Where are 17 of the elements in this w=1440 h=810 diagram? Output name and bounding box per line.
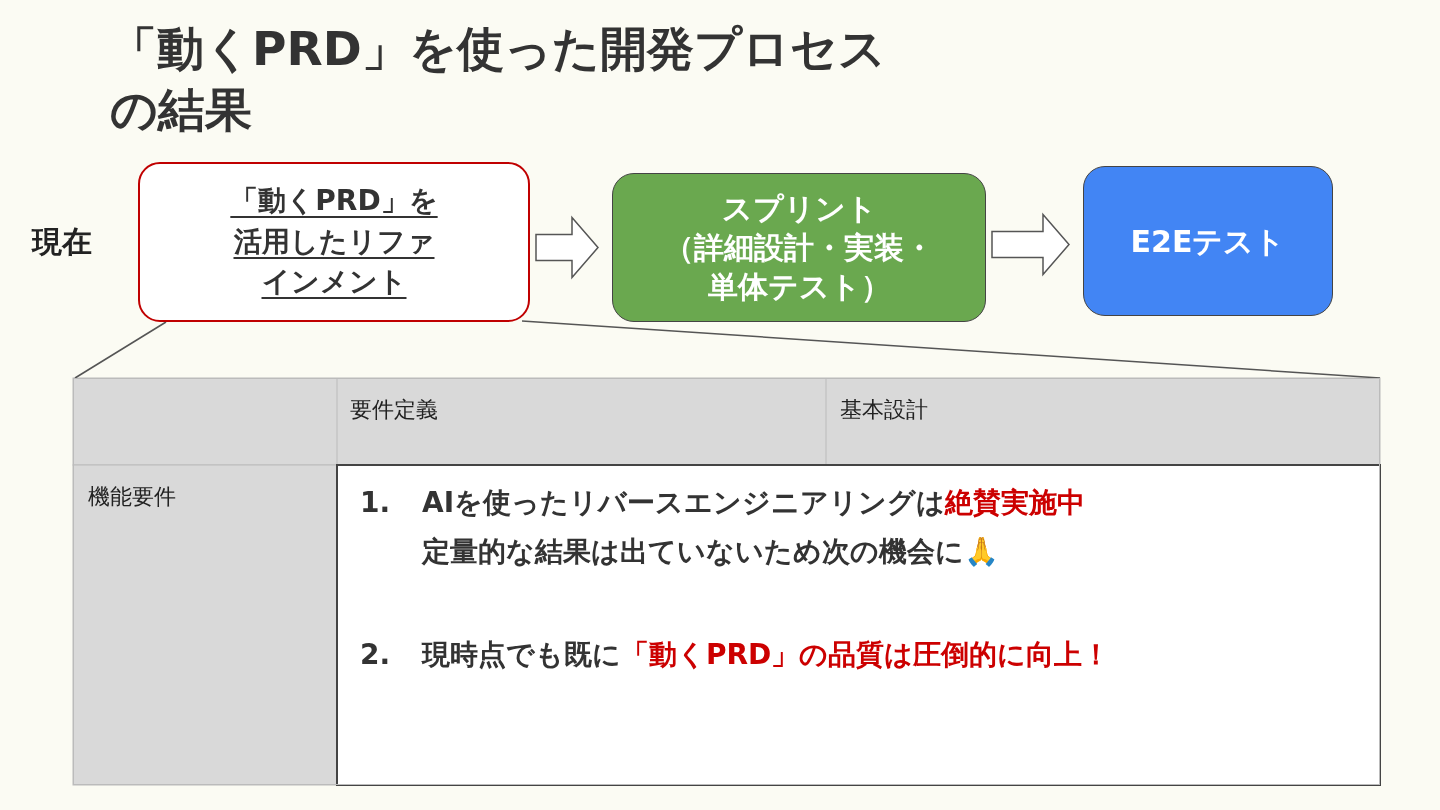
sprint-box: スプリント（詳細設計・実装・単体テスト）: [612, 173, 986, 322]
table-frame: [73, 378, 1380, 785]
refinement-box: 「動くPRD」を活用したリファインメント: [138, 162, 530, 322]
block-arrow: [991, 212, 1070, 277]
zoom-line: [74, 321, 167, 379]
test-box: E2Eテスト: [1083, 166, 1333, 316]
list-text: 現時点でも既に「動くPRD」の品質は圧倒的に向上！: [422, 637, 1112, 673]
list-number: 1.: [360, 485, 391, 521]
column-header: 要件定義: [350, 396, 438, 424]
list-number: 2.: [360, 637, 391, 673]
title: 「動くPRD」を使った開発プロセスの結果: [110, 20, 887, 140]
row-label: 現在: [32, 223, 92, 261]
zoom-line: [521, 320, 1381, 379]
column-header: 基本設計: [840, 396, 928, 424]
row-header: 機能要件: [88, 483, 176, 511]
block-arrow: [535, 215, 599, 280]
list-text: AIを使ったリバースエンジニアリングは絶賛実施中定量的な結果は出ていないため次の機会に🙏: [422, 485, 1087, 570]
